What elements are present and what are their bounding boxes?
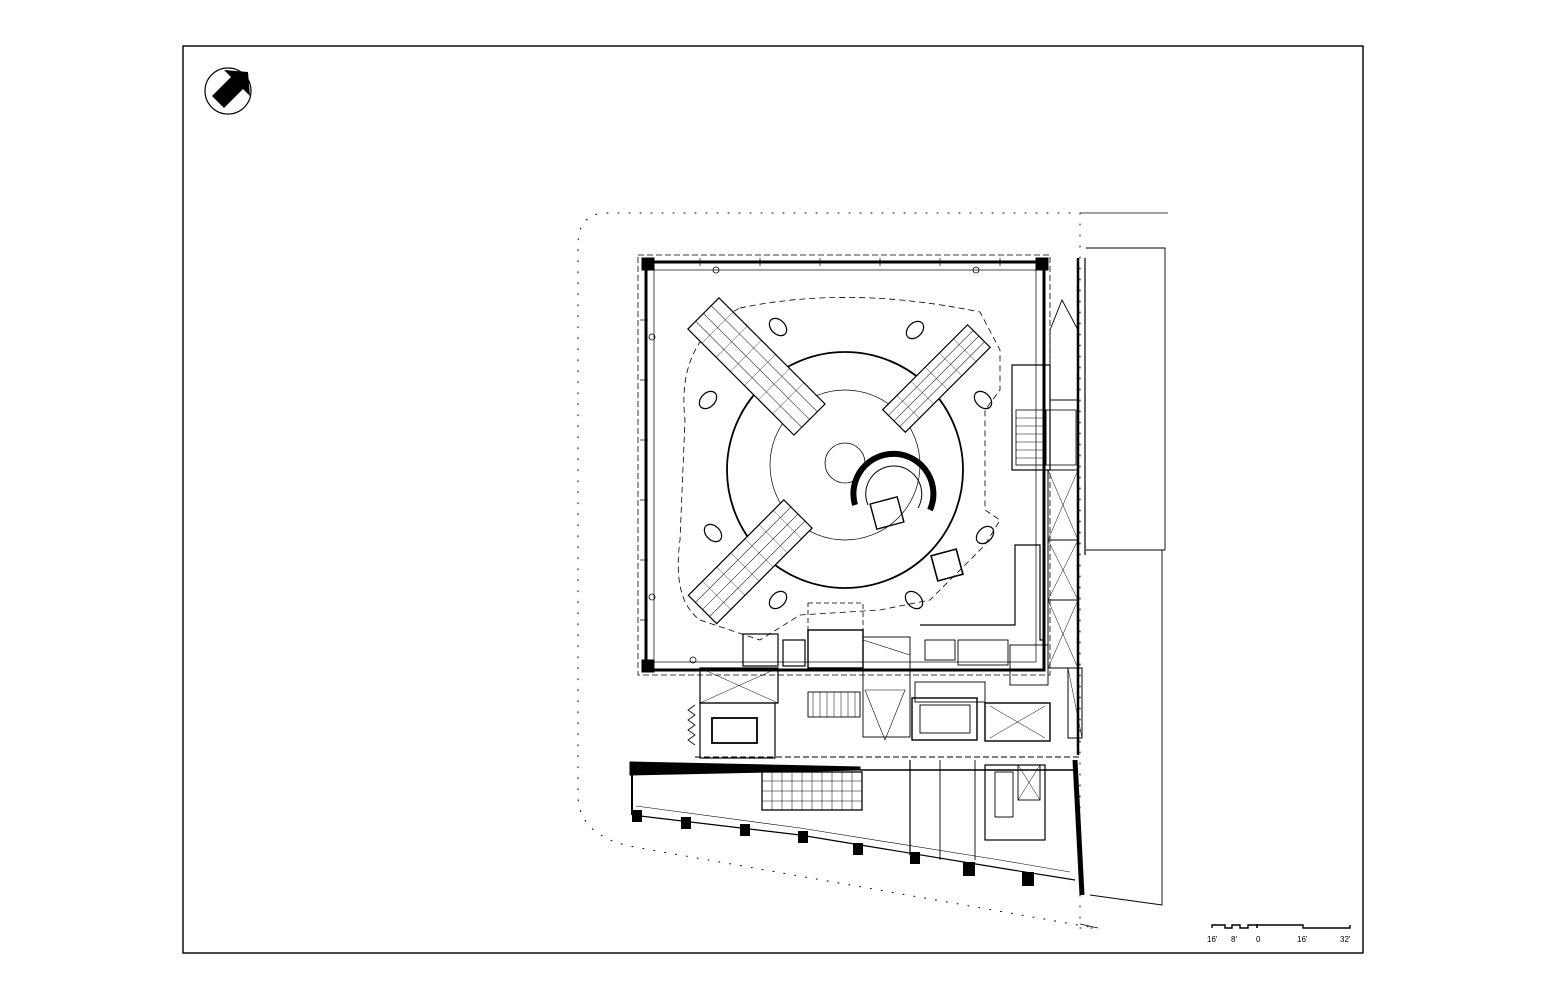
upper-floor-outline bbox=[677, 297, 1001, 641]
south-core bbox=[695, 602, 1080, 759]
scale-bar: 16' 8' 0 16' 32' bbox=[1207, 924, 1351, 944]
escalator-bank-sw bbox=[687, 499, 813, 625]
escalator-bank-nw bbox=[687, 297, 826, 436]
oval-planter bbox=[698, 317, 995, 610]
drawing-frame bbox=[182, 45, 1364, 954]
scale-label-16-left: 16' bbox=[1207, 935, 1218, 944]
scale-label-16-right: 16' bbox=[1297, 935, 1308, 944]
kiosk bbox=[930, 548, 964, 582]
west-steps bbox=[687, 704, 696, 746]
scale-label-8: 8' bbox=[1231, 935, 1237, 944]
restroom-block bbox=[914, 544, 1049, 703]
escalator-bank-ne bbox=[881, 323, 992, 434]
scale-label-0: 0 bbox=[1256, 935, 1261, 944]
spiral-stair bbox=[850, 450, 937, 531]
south-wing bbox=[629, 759, 1085, 896]
scale-label-32: 32' bbox=[1340, 935, 1351, 944]
site-boundary bbox=[577, 212, 1096, 929]
facade-columns bbox=[632, 810, 1034, 886]
north-arrow-icon bbox=[204, 67, 252, 115]
east-core bbox=[1011, 258, 1086, 755]
adjacent-building bbox=[1086, 247, 1166, 906]
rotunda-ring bbox=[726, 351, 964, 589]
